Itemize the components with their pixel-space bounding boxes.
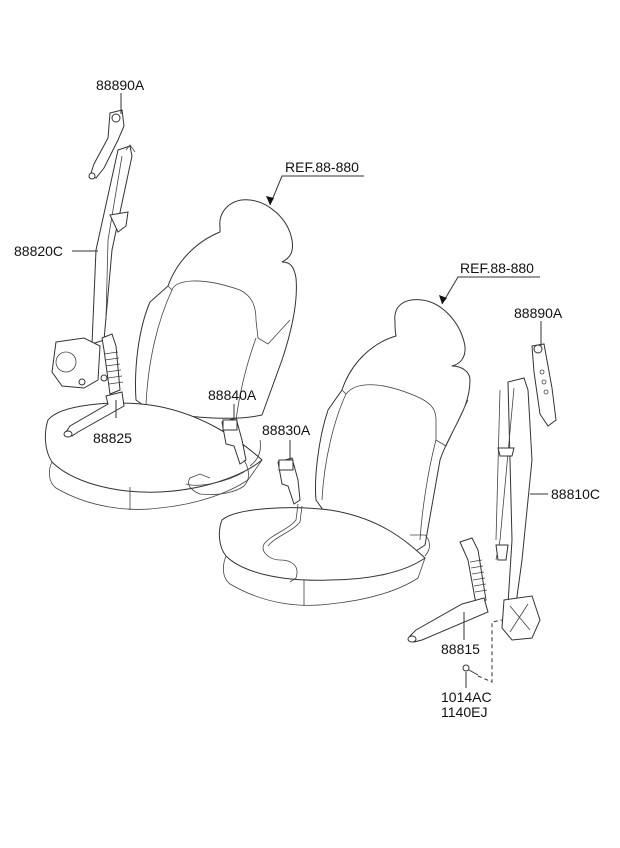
label-buckle-pretensioner-left: 88825 <box>93 430 132 446</box>
left-seat <box>44 199 297 510</box>
label-belt-assembly-left: 88820C <box>14 243 63 259</box>
left-belt-assembly <box>51 109 136 438</box>
callout-labels: 88890A 88820C 88825 88840A 88830A REF.88… <box>14 77 600 720</box>
left-seat-backrest <box>135 231 297 419</box>
label-bolt-part-2: 1140EJ <box>441 704 487 720</box>
label-ref-seat-left: REF.88-880 <box>285 159 359 175</box>
left-belt-webbing <box>91 145 133 345</box>
right-belt-webbing <box>507 377 533 605</box>
right-belt-assembly <box>407 343 557 683</box>
label-bolt-part-1: 1014AC <box>441 689 492 705</box>
left-upper-anchor <box>89 109 125 179</box>
right-buckle-pretensioner <box>459 537 487 605</box>
label-buckle-pretensioner-right: 88815 <box>441 641 480 657</box>
label-ref-seat-right: REF.88-880 <box>460 260 534 276</box>
label-belt-assembly-right: 88810C <box>551 486 600 502</box>
right-upper-anchor <box>531 343 557 427</box>
leader-lines <box>72 93 548 688</box>
left-buckle-assembly <box>185 417 261 495</box>
label-buckle-left: 88840A <box>208 387 257 403</box>
right-seat <box>218 299 471 606</box>
right-buckle-assembly <box>262 457 303 583</box>
label-upper-anchor-right: 88890A <box>514 305 563 321</box>
label-buckle-right: 88830A <box>262 422 311 438</box>
left-buckle-pretensioner <box>101 333 121 395</box>
bolt-icon <box>462 664 479 676</box>
label-upper-anchor-left: 88890A <box>96 77 145 93</box>
right-retractor <box>501 595 541 641</box>
